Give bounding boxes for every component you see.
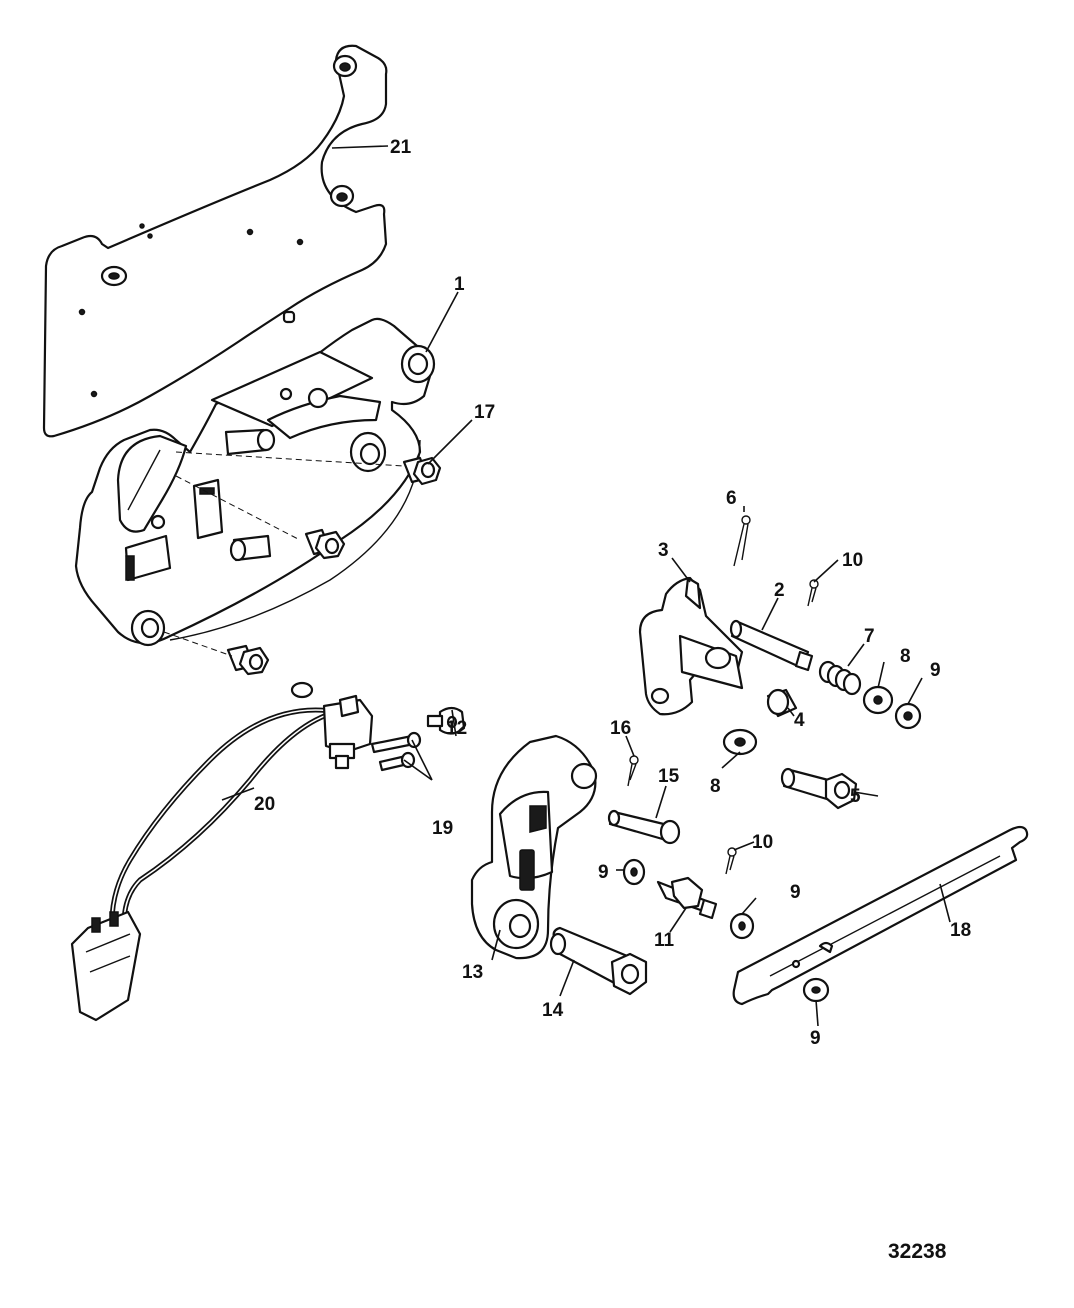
callout-7: 7	[864, 626, 875, 647]
part-21-bracket-plate	[42, 44, 388, 438]
part-20-wire-harness	[70, 681, 374, 1022]
callout-16: 16	[610, 718, 631, 739]
callout-8-lower: 8	[710, 776, 721, 797]
callout-9-mid: 9	[790, 882, 801, 903]
part-16-cotter-pin	[627, 755, 639, 787]
callout-11: 11	[654, 930, 675, 951]
callout-15: 15	[658, 766, 680, 787]
part-12-nut-plate	[426, 706, 466, 735]
part-18-shift-link	[732, 825, 1029, 1006]
callout-9-left: 9	[598, 862, 609, 883]
callout-2: 2	[774, 580, 785, 601]
bolt-lower	[226, 644, 270, 676]
part-14-pivot-bolt	[549, 926, 648, 996]
callout-8-upper: 8	[900, 646, 911, 667]
part-1-main-housing	[74, 317, 436, 647]
part-19-screws	[370, 731, 422, 772]
figure-number: 32238	[888, 1240, 947, 1263]
part-13-shift-lever	[470, 734, 598, 960]
callout-9-bottom: 9	[810, 1028, 821, 1049]
part-15-pin	[607, 809, 681, 845]
part-2-pin	[729, 619, 814, 672]
part-6-cotter-pin	[733, 515, 751, 567]
callout-14: 14	[542, 1000, 564, 1021]
callout-10-lower: 10	[752, 832, 773, 853]
callout-5: 5	[850, 786, 861, 807]
part-10-cotter-pin-upper	[807, 579, 819, 607]
callout-18: 18	[950, 920, 971, 941]
callout-9-upper: 9	[930, 660, 941, 681]
leader-lines	[221, 145, 951, 1027]
callout-4: 4	[794, 710, 805, 731]
part-11-stud	[656, 876, 718, 920]
part-7-spring	[818, 660, 862, 696]
part-10-cotter-pin-lower	[725, 847, 737, 875]
callout-10-upper: 10	[842, 550, 863, 571]
callout-3: 3	[658, 540, 669, 561]
callout-12: 12	[446, 718, 467, 739]
part-3-lock-lever	[638, 576, 744, 716]
callout-13: 13	[462, 962, 483, 983]
part-5-bolt	[780, 767, 858, 810]
callout-17: 17	[474, 402, 495, 423]
callout-21: 21	[390, 137, 412, 158]
callout-20: 20	[254, 794, 275, 815]
part-17-bolt	[402, 456, 442, 486]
callout-19: 19	[432, 818, 453, 839]
bolt-middle	[304, 528, 346, 560]
callout-1: 1	[454, 274, 465, 295]
callout-6: 6	[726, 488, 737, 509]
